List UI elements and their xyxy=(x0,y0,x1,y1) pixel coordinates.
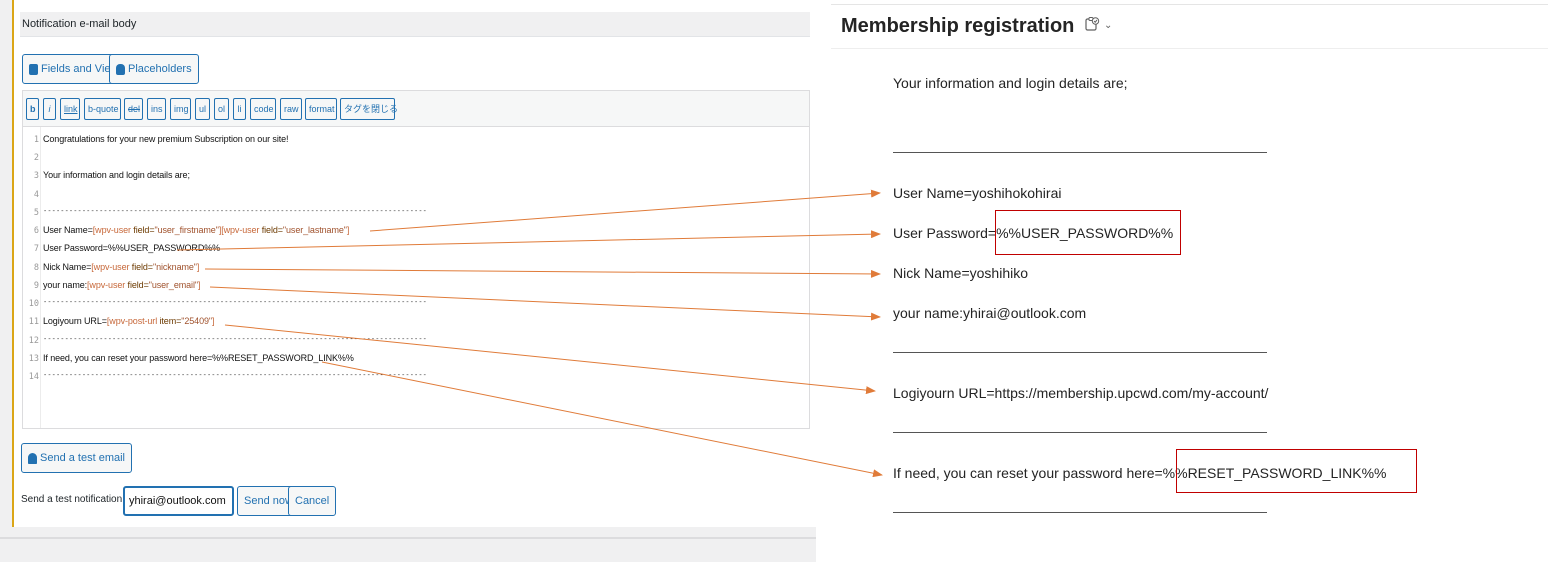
qt-ins-button[interactable]: ins xyxy=(147,98,166,120)
line-number: 7 xyxy=(33,244,39,254)
line-number: 1 xyxy=(33,135,39,145)
line-number: 12 xyxy=(28,336,39,346)
qt-ol-button[interactable]: ol xyxy=(214,98,229,120)
line-number: 3 xyxy=(33,171,39,181)
line-gutter xyxy=(23,127,41,428)
qt-li-button[interactable]: li xyxy=(233,98,246,120)
line-number: 4 xyxy=(33,190,39,200)
line-number: 5 xyxy=(33,208,39,218)
section-title: Notification e-mail body xyxy=(20,12,810,37)
code-line: User Name=[wpv-user field="user_firstnam… xyxy=(43,225,350,235)
qt-img-button[interactable]: img xyxy=(170,98,191,120)
toolset-icon xyxy=(29,63,38,75)
qt-bold-button[interactable]: b xyxy=(26,98,39,120)
separator-rule xyxy=(893,352,1267,353)
password-highlight-box xyxy=(995,210,1181,255)
code-line: If need, you can reset your password her… xyxy=(43,353,354,363)
line-number: 2 xyxy=(33,153,39,163)
email-reset-password: If need, you can reset your password her… xyxy=(893,465,1387,481)
qt-close-tags-button[interactable]: タグを閉じる xyxy=(340,98,398,120)
quicktags-toolbar: b i link b-quote del ins img ul ol li co… xyxy=(22,90,810,126)
email-nick-name: Nick Name=yoshihiko xyxy=(893,265,1028,281)
code-line-separator: ----------------------------------------… xyxy=(43,335,427,343)
code-line: your name:[wpv-user field="user_email"] xyxy=(43,280,201,290)
code-line-separator: ----------------------------------------… xyxy=(43,207,427,215)
send-to-label: Send a test notification to: xyxy=(21,494,137,505)
email-intro: Your information and login details are; xyxy=(893,75,1128,91)
separator-rule xyxy=(893,152,1267,153)
top-divider xyxy=(831,4,1548,5)
test-email-input[interactable] xyxy=(123,486,234,516)
code-line: Logiyourn URL=[wpv-post-url item="25409"… xyxy=(43,316,215,326)
code-editor[interactable]: 1 2 3 4 5 6 7 8 9 10 11 12 13 14 Congrat… xyxy=(22,126,810,429)
email-preview-panel: Membership registration ⌄ Your informati… xyxy=(831,0,1548,562)
notification-editor-panel: Notification e-mail body Fields and View… xyxy=(0,0,816,562)
qt-link-button[interactable]: link xyxy=(60,98,80,120)
code-line-separator: ----------------------------------------… xyxy=(43,371,427,379)
placeholders-button[interactable]: Placeholders xyxy=(109,54,199,84)
line-number: 9 xyxy=(33,281,39,291)
line-number: 13 xyxy=(28,354,39,364)
panel-divider xyxy=(0,537,816,539)
code-line: Nick Name=[wpv-user field="nickname"] xyxy=(43,262,200,272)
email-your-name: your name:yhirai@outlook.com xyxy=(893,305,1087,321)
qt-del-button[interactable]: del xyxy=(124,98,143,120)
subject-actions[interactable]: ⌄ xyxy=(1084,16,1112,35)
line-number: 11 xyxy=(28,317,39,327)
email-user-password: User Password=%%USER_PASSWORD%% xyxy=(893,225,1174,241)
send-test-email-button[interactable]: Send a test email xyxy=(21,443,132,473)
email-subject: Membership registration xyxy=(841,15,1075,37)
email-icon xyxy=(28,452,37,464)
qt-raw-button[interactable]: raw xyxy=(280,98,302,120)
qt-ul-button[interactable]: ul xyxy=(195,98,210,120)
reset-link-highlight-box xyxy=(1176,449,1417,493)
qt-italic-button[interactable]: i xyxy=(43,98,56,120)
line-number: 10 xyxy=(28,299,39,309)
line-number: 6 xyxy=(33,226,39,236)
line-number: 8 xyxy=(33,263,39,273)
database-icon xyxy=(116,63,125,75)
email-login-url: Logiyourn URL=https://membership.upcwd.c… xyxy=(893,385,1269,401)
qt-blockquote-button[interactable]: b-quote xyxy=(84,98,121,120)
qt-code-button[interactable]: code xyxy=(250,98,276,120)
code-line-separator: ----------------------------------------… xyxy=(43,298,427,306)
qt-format-button[interactable]: format xyxy=(305,98,337,120)
code-line: Your information and login details are; xyxy=(43,170,190,180)
line-number: 14 xyxy=(28,372,39,382)
code-line: User Password=%%USER_PASSWORD%% xyxy=(43,243,221,253)
cancel-button[interactable]: Cancel xyxy=(288,486,337,516)
header-divider xyxy=(831,48,1548,49)
separator-rule xyxy=(893,512,1267,513)
separator-rule xyxy=(893,432,1267,433)
email-user-name: User Name=yoshihokohirai xyxy=(893,185,1062,201)
chevron-down-icon[interactable]: ⌄ xyxy=(1104,20,1113,31)
clipboard-check-icon[interactable] xyxy=(1084,16,1100,35)
code-line: Congratulations for your new premium Sub… xyxy=(43,134,289,144)
